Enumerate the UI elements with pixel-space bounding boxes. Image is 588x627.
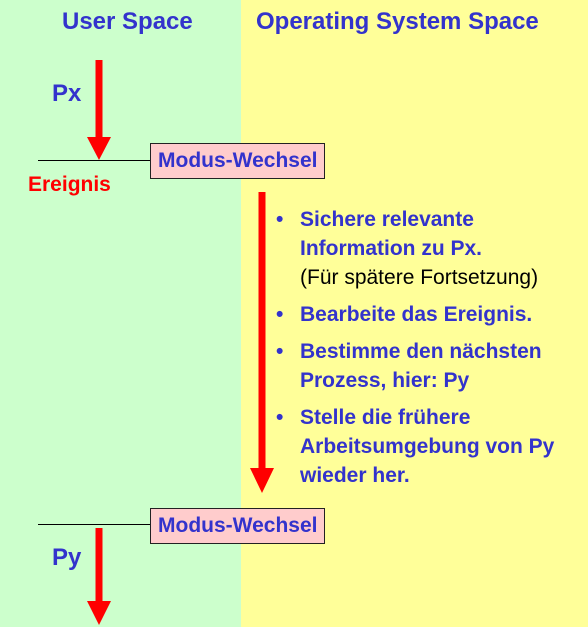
bullet: • [276, 303, 284, 326]
arrow-os-head [250, 468, 274, 493]
mode-switch-box-top: Modus-Wechsel [150, 143, 326, 179]
step-text: Bearbeite das Ereignis. [300, 303, 533, 326]
bullet: • [276, 340, 284, 363]
event-line-bottom [38, 524, 151, 525]
event-label: Ereignis [28, 173, 111, 196]
os-space-heading: Operating System Space [256, 8, 539, 35]
step-text: Bestimme den nächsten Prozess, hier: Py [300, 340, 542, 392]
arrow-py-head [87, 601, 111, 625]
arrow-px-head [87, 137, 111, 160]
os-steps-list: • Sichere relevante Information zu Px. (… [276, 205, 584, 498]
step-note: (Für spätere Fortsetzung) [300, 266, 539, 289]
step-choose-process: • Bestimme den nächsten Prozess, hier: P… [276, 337, 584, 395]
process-py-label: Py [52, 544, 82, 571]
step-text: Stelle die frühere Arbeitsumgebung von P… [300, 406, 555, 487]
bullet: • [276, 406, 284, 429]
user-space-heading: User Space [62, 8, 193, 35]
step-save-info: • Sichere relevante Information zu Px. (… [276, 205, 584, 292]
mode-switch-box-bottom: Modus-Wechsel [150, 508, 326, 544]
step-handle-event: • Bearbeite das Ereignis. [276, 300, 584, 329]
event-line-top [38, 160, 151, 161]
bullet: • [276, 208, 284, 231]
process-px-label: Px [52, 80, 82, 107]
step-restore-environment: • Stelle die frühere Arbeitsumgebung von… [276, 403, 584, 490]
step-text: Sichere relevante Information zu Px. [300, 208, 483, 260]
